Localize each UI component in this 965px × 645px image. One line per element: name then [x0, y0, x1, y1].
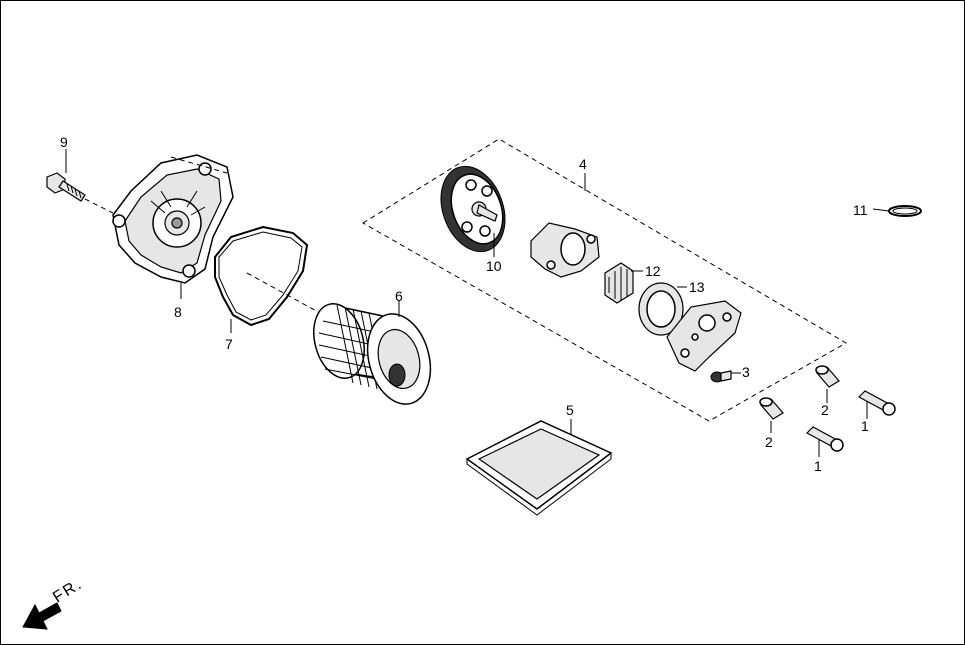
- part-5-strainer-screen[interactable]: [465, 420, 613, 516]
- part-2-dowel-pin-lower[interactable]: [759, 397, 784, 420]
- part-3-screw[interactable]: [710, 370, 732, 383]
- part-9-bolt[interactable]: [46, 172, 86, 202]
- label-9: 9: [60, 134, 68, 150]
- front-direction-label: FR.: [50, 575, 86, 606]
- part-2-dowel-pin-upper[interactable]: [815, 365, 840, 388]
- label-6: 6: [395, 288, 403, 304]
- label-1-lower: 1: [814, 458, 822, 474]
- label-12: 12: [645, 263, 661, 279]
- leader-8-axis: [170, 156, 228, 174]
- leader-7-axis: [246, 272, 332, 320]
- part-6-oil-filter[interactable]: [306, 298, 440, 411]
- label-8: 8: [174, 304, 182, 320]
- leader-9-axis: [84, 198, 114, 214]
- pump-cover-plate[interactable]: [666, 300, 742, 372]
- part-1-bolt-upper[interactable]: [858, 390, 896, 416]
- part-8-filter-cover[interactable]: [112, 154, 234, 284]
- label-7: 7: [225, 336, 233, 352]
- part-13-outer-rotor[interactable]: [638, 282, 684, 336]
- label-5: 5: [566, 402, 574, 418]
- label-11: 11: [853, 202, 868, 218]
- front-direction-arrow-icon: [22, 602, 62, 630]
- oil-pump-assembly-outline: [362, 138, 847, 422]
- pump-body[interactable]: [530, 222, 600, 278]
- part-1-bolt-lower[interactable]: [806, 426, 844, 452]
- label-1-upper: 1: [861, 418, 869, 434]
- leader-11: [872, 208, 890, 212]
- label-2-lower: 2: [765, 434, 773, 450]
- label-13: 13: [689, 279, 705, 295]
- label-4: 4: [579, 156, 587, 172]
- label-3: 3: [742, 364, 750, 380]
- part-11-ring[interactable]: [888, 205, 922, 217]
- part-10-pump-gear[interactable]: [430, 157, 516, 260]
- part-12-inner-rotor[interactable]: [604, 262, 634, 304]
- part-7-gasket[interactable]: [214, 225, 309, 327]
- label-10: 10: [486, 258, 502, 274]
- label-2-upper: 2: [821, 402, 829, 418]
